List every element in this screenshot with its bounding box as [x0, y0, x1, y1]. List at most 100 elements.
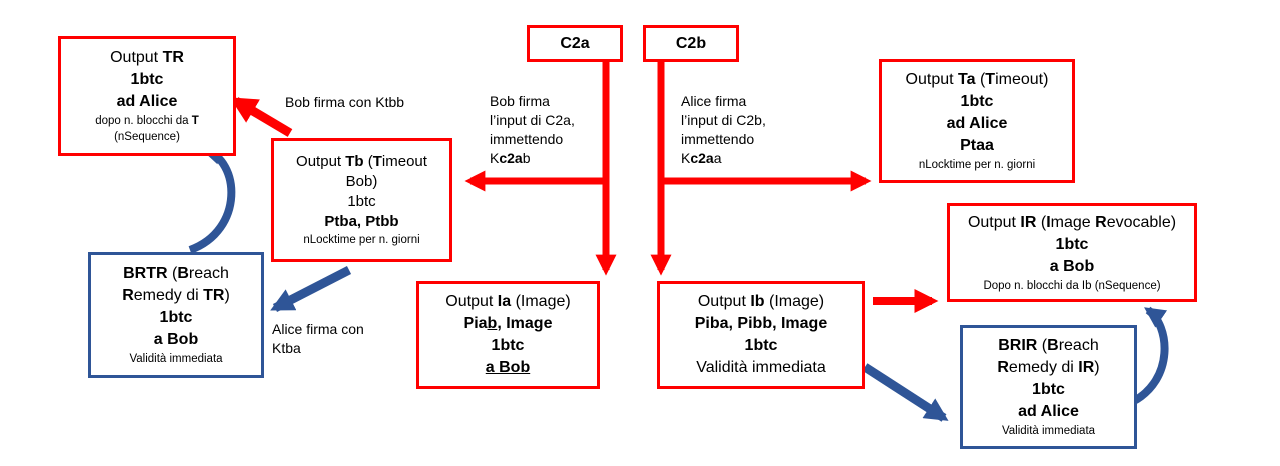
ir-title-bold3: R	[1095, 213, 1107, 231]
label-bob-c2a-l3: immettendo	[490, 131, 564, 147]
tb-title-pre: Output	[296, 153, 346, 170]
ir-title-pre: Output	[967, 213, 1021, 231]
brir-title-bold1: BRIR	[998, 337, 1038, 354]
label-alice-c2b-l4-bold: c2a	[690, 150, 714, 166]
brtr-line2-rest: emedy di	[133, 287, 204, 304]
brir-line2: Remedy di IR)	[997, 357, 1099, 379]
ta-title-rest: imeout)	[995, 71, 1049, 88]
label-bob-c2a-l4-post: b	[522, 150, 531, 166]
label-alice-c2b: Alice firma l’input di C2b, immettendo K…	[681, 92, 766, 168]
ia-to-text: a Bob	[485, 359, 531, 376]
tb-title: Output Tb (Timeout	[296, 152, 427, 172]
tb-to-brtr-arrow	[270, 265, 352, 313]
ta-title: Output Ta (Timeout)	[906, 69, 1049, 91]
tb-keys: Ptba, Ptbb	[324, 212, 398, 232]
brir-line2-bold1: R	[997, 359, 1009, 376]
brir-to-ir-curve-arrow	[1129, 306, 1169, 406]
c2b-box: C2b	[643, 25, 739, 62]
ib-title-post: (Image)	[764, 293, 825, 310]
tr-title-pre: Output	[110, 49, 163, 66]
label-bob-c2a-l4: Kc2ab	[490, 149, 575, 168]
ir-title: Output IR (Image Revocable)	[968, 212, 1176, 234]
brtr-title-bold2: B	[177, 265, 189, 282]
ia-to: a Bob	[486, 357, 530, 379]
label-bob-c2a: Bob firma l’input di C2a, immettendo Kc2…	[490, 92, 575, 168]
tr-note1-bold: T	[191, 115, 199, 127]
tr-title-bold: TR	[162, 49, 184, 66]
tb-note: nLocktime per n. giorni	[303, 234, 420, 246]
tb-keys-text: Ptba, Ptbb	[324, 213, 399, 230]
ta-to: ad Alice	[947, 113, 1008, 135]
brir-title-mid: (	[1037, 337, 1048, 354]
ia-title-post: (Image)	[511, 293, 571, 310]
brtr-line2: Remedy di TR)	[122, 285, 230, 307]
ia-keys-post: , Image	[497, 315, 553, 332]
label-alice-c2b-l4: Kc2aa	[681, 149, 766, 168]
label-alice-c2b-l2: l’input di C2b,	[681, 112, 766, 128]
output-ir-box: Output IR (Image Revocable) 1btc a Bob D…	[947, 203, 1197, 302]
ia-keys: Piab, Image	[464, 313, 553, 335]
ir-note: Dopo n. blocchi da Ib (nSequence)	[983, 279, 1161, 292]
output-ia-box: Output Ia (Image) Piab, Image 1btc a Bob	[416, 281, 600, 389]
tb-to-tr-arrow	[229, 97, 293, 137]
c2a-label-text: C2a	[560, 34, 590, 52]
ta-note: nLocktime per n. giorni	[918, 159, 1036, 171]
brtr-amount-text: 1btc	[159, 309, 193, 326]
label-bob-c2a-l1: Bob firma	[490, 93, 550, 109]
ir-title-mid: (	[1036, 213, 1047, 231]
tr-amount-text: 1btc	[130, 71, 164, 88]
tr-note2: (nSequence)	[114, 131, 180, 143]
label-bob-ktbb: Bob firma con Ktbb	[285, 94, 405, 110]
ta-title-mid: (	[975, 71, 986, 88]
ib-amount: 1btc	[745, 335, 778, 357]
brir-box: BRIR (Breach Remedy di IR) 1btc ad Alice…	[960, 325, 1137, 449]
tr-note1: dopo n. blocchi da T	[95, 113, 199, 129]
brtr-title-rest1: reach	[188, 265, 229, 282]
ib-keys-text: Piba, Pibb, Image	[694, 315, 828, 332]
label-bob-c2a-l4-bold: c2a	[499, 150, 523, 166]
brtr-title-mid: (	[167, 265, 178, 282]
brtr-note: Validità immediata	[129, 353, 223, 365]
label-alice-ktba-l1: Alice firma con	[272, 321, 364, 337]
tr-to-text: ad Alice	[116, 93, 178, 110]
ib-amount-text: 1btc	[744, 337, 778, 354]
ib-note: Validità immediata	[696, 359, 826, 376]
tb-line2: Bob)	[345, 173, 378, 190]
brir-amount: 1btc	[1032, 379, 1065, 401]
ta-keys: Ptaa	[960, 135, 994, 157]
ir-amount: 1btc	[1056, 234, 1089, 256]
ta-title-bold1: Ta	[958, 71, 976, 88]
ta-title-pre: Output	[905, 71, 959, 88]
ir-to: a Bob	[1050, 256, 1094, 278]
brtr-line2-bold1: R	[122, 287, 134, 304]
c2b-label: C2b	[676, 33, 706, 55]
ia-keys-underlined: b	[487, 315, 498, 332]
brir-title-bold2: B	[1047, 337, 1059, 354]
brtr-title: BRTR (Breach	[123, 263, 229, 285]
ta-amount-text: 1btc	[960, 93, 994, 110]
ib-to-brir-arrow	[862, 363, 949, 422]
label-alice-c2b-l4-post: a	[713, 150, 722, 166]
brtr-to-text: a Bob	[153, 331, 199, 348]
brir-to: ad Alice	[1018, 401, 1079, 423]
ta-to-text: ad Alice	[946, 115, 1008, 132]
ir-amount-text: 1btc	[1055, 235, 1089, 253]
ia-keys-pre: Pia	[463, 315, 488, 332]
ia-amount: 1btc	[492, 335, 525, 357]
ia-amount-text: 1btc	[491, 337, 525, 354]
label-alice-c2b-l1: Alice firma	[681, 93, 747, 109]
ia-title-bold: Ia	[497, 293, 512, 310]
label-alice-ktba: Alice firma con Ktba	[272, 320, 364, 358]
brir-line2-rest: emedy di	[1008, 359, 1079, 376]
tr-note1-pre: dopo n. blocchi da	[95, 115, 192, 127]
output-ib-box: Output Ib (Image) Piba, Pibb, Image 1btc…	[657, 281, 865, 389]
brtr-to-tr-curve-arrow	[188, 144, 236, 254]
brir-to-text: ad Alice	[1018, 403, 1079, 420]
c2a-box: C2a	[527, 25, 623, 62]
brtr-line2-close: )	[224, 287, 230, 304]
tb-amount: 1btc	[347, 193, 376, 210]
ta-amount: 1btc	[961, 91, 994, 113]
ia-title-pre: Output	[445, 293, 498, 310]
brir-title-rest1: reach	[1058, 337, 1099, 354]
